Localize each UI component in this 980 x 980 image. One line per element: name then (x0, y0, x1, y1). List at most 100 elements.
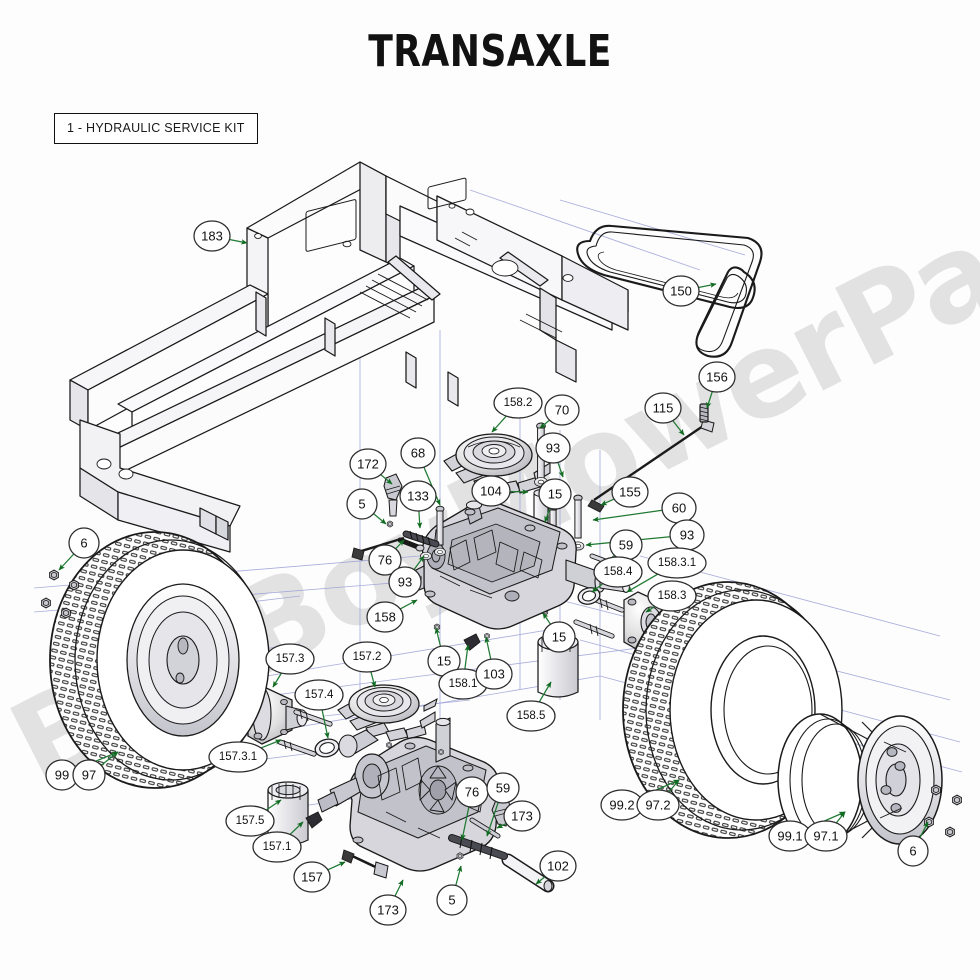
callout-115[interactable]: 115 (644, 392, 682, 424)
hose-76-bottom (448, 834, 508, 860)
callout-label-150: 150 (670, 284, 692, 299)
leader-line-173-b (394, 879, 404, 897)
callout-173-b[interactable]: 173 (369, 894, 407, 926)
callout-157.1[interactable]: 157.1 (252, 831, 302, 863)
callout-158.3.1[interactable]: 158.3.1 (647, 547, 707, 579)
leader-line-76-l (395, 539, 405, 550)
callout-76-l[interactable]: 76 (368, 544, 402, 576)
callout-label-156: 156 (706, 370, 728, 385)
hose-133 (402, 530, 440, 548)
callout-93-top[interactable]: 93 (535, 432, 571, 464)
callout-label-157: 157 (301, 870, 323, 885)
callout-93-r[interactable]: 93 (669, 519, 705, 551)
callout-circle-5-b (436, 884, 468, 916)
callout-158.3[interactable]: 158.3 (647, 580, 697, 612)
leader-line-6-l (58, 553, 75, 571)
leader-line-97-l (100, 751, 119, 766)
fitting-59-bottom (469, 817, 501, 839)
callout-circle-158.5 (506, 700, 556, 732)
callout-155[interactable]: 155 (611, 476, 649, 508)
callout-circle-158.3 (647, 580, 697, 612)
callout-circle-133 (399, 480, 437, 512)
callout-label-59-b: 59 (496, 781, 510, 796)
callout-104[interactable]: 104 (471, 475, 511, 507)
leader-line-70 (539, 419, 550, 429)
callout-circle-97-l (72, 759, 106, 791)
callout-label-158.2: 158.2 (504, 397, 533, 409)
callout-label-103: 103 (483, 667, 505, 682)
callout-173-r[interactable]: 173 (503, 800, 541, 832)
callout-158.2[interactable]: 158.2 (493, 387, 543, 419)
callout-68[interactable]: 68 (400, 437, 436, 469)
callout-circle-5-l (346, 488, 378, 520)
callout-circle-15-a (538, 478, 572, 510)
callout-60[interactable]: 60 (661, 492, 697, 524)
callout-158.4[interactable]: 158.4 (593, 556, 643, 588)
callout-150[interactable]: 150 (662, 275, 700, 307)
callout-93-l[interactable]: 93 (388, 566, 422, 598)
callout-183[interactable]: 183 (193, 220, 231, 252)
callout-label-158.4: 158.4 (604, 566, 633, 578)
callout-156[interactable]: 156 (698, 361, 736, 393)
callout-76-b[interactable]: 76 (455, 776, 489, 808)
callout-158.1[interactable]: 158.1 (438, 668, 488, 700)
callout-circle-173-r (503, 800, 541, 832)
bolt-68 (434, 505, 446, 557)
plug-157.1 (305, 811, 323, 829)
callout-99.1[interactable]: 99.1 (768, 820, 812, 852)
callout-172[interactable]: 172 (349, 448, 387, 480)
callout-59-b[interactable]: 59 (486, 772, 520, 804)
callout-15-a[interactable]: 15 (538, 478, 572, 510)
callout-102[interactable]: 102 (539, 850, 577, 882)
callout-circle-59-b (486, 772, 520, 804)
callout-97.2[interactable]: 97.2 (636, 789, 680, 821)
callout-157.5[interactable]: 157.5 (225, 805, 275, 837)
callout-157.3.1[interactable]: 157.3.1 (208, 741, 268, 773)
callout-label-59-r: 59 (619, 538, 633, 553)
leader-line-115 (672, 420, 685, 436)
callout-99.2[interactable]: 99.2 (600, 789, 644, 821)
callout-6-r[interactable]: 6 (897, 835, 929, 867)
callout-97.1[interactable]: 97.1 (804, 820, 848, 852)
callout-label-157.5: 157.5 (236, 815, 265, 827)
leader-line-155 (600, 498, 615, 506)
callout-circle-157.4 (294, 679, 344, 711)
leader-line-158.2 (491, 415, 507, 433)
callout-133[interactable]: 133 (399, 480, 437, 512)
callout-97-l[interactable]: 97 (72, 759, 106, 791)
callout-label-157.2: 157.2 (353, 651, 382, 663)
callout-label-133: 133 (407, 489, 429, 504)
callout-5-l[interactable]: 5 (346, 488, 378, 520)
leader-line-157.1 (289, 821, 304, 835)
callout-157.2[interactable]: 157.2 (342, 641, 392, 673)
callout-circle-173-b (369, 894, 407, 926)
callout-circle-172 (349, 448, 387, 480)
callout-70[interactable]: 70 (544, 394, 580, 426)
callout-label-5-b: 5 (448, 893, 455, 908)
leader-line-59-b (486, 802, 499, 837)
callout-157.4[interactable]: 157.4 (294, 679, 344, 711)
drive-belt (576, 224, 763, 358)
callout-157[interactable]: 157 (293, 861, 331, 893)
callout-158[interactable]: 158 (366, 601, 404, 633)
callout-103[interactable]: 103 (475, 658, 513, 690)
callout-158.5[interactable]: 158.5 (506, 700, 556, 732)
callout-label-173-b: 173 (377, 903, 399, 918)
callout-59-r[interactable]: 59 (609, 529, 643, 561)
fitting-173-bottom (341, 849, 389, 879)
callout-5-b[interactable]: 5 (436, 884, 468, 916)
callout-label-99.1: 99.1 (777, 829, 802, 844)
leader-line-157.4 (321, 709, 330, 739)
callout-label-97-l: 97 (82, 768, 96, 783)
callout-label-157.4: 157.4 (305, 689, 334, 701)
leader-line-158 (399, 599, 418, 610)
callout-6-l[interactable]: 6 (68, 527, 100, 559)
callout-label-93-r: 93 (680, 528, 694, 543)
callout-15-c[interactable]: 15 (542, 621, 576, 653)
callout-label-93-top: 93 (546, 441, 560, 456)
callout-label-5-l: 5 (358, 497, 365, 512)
callout-label-6-r: 6 (909, 844, 916, 859)
callout-157.3[interactable]: 157.3 (265, 643, 315, 675)
